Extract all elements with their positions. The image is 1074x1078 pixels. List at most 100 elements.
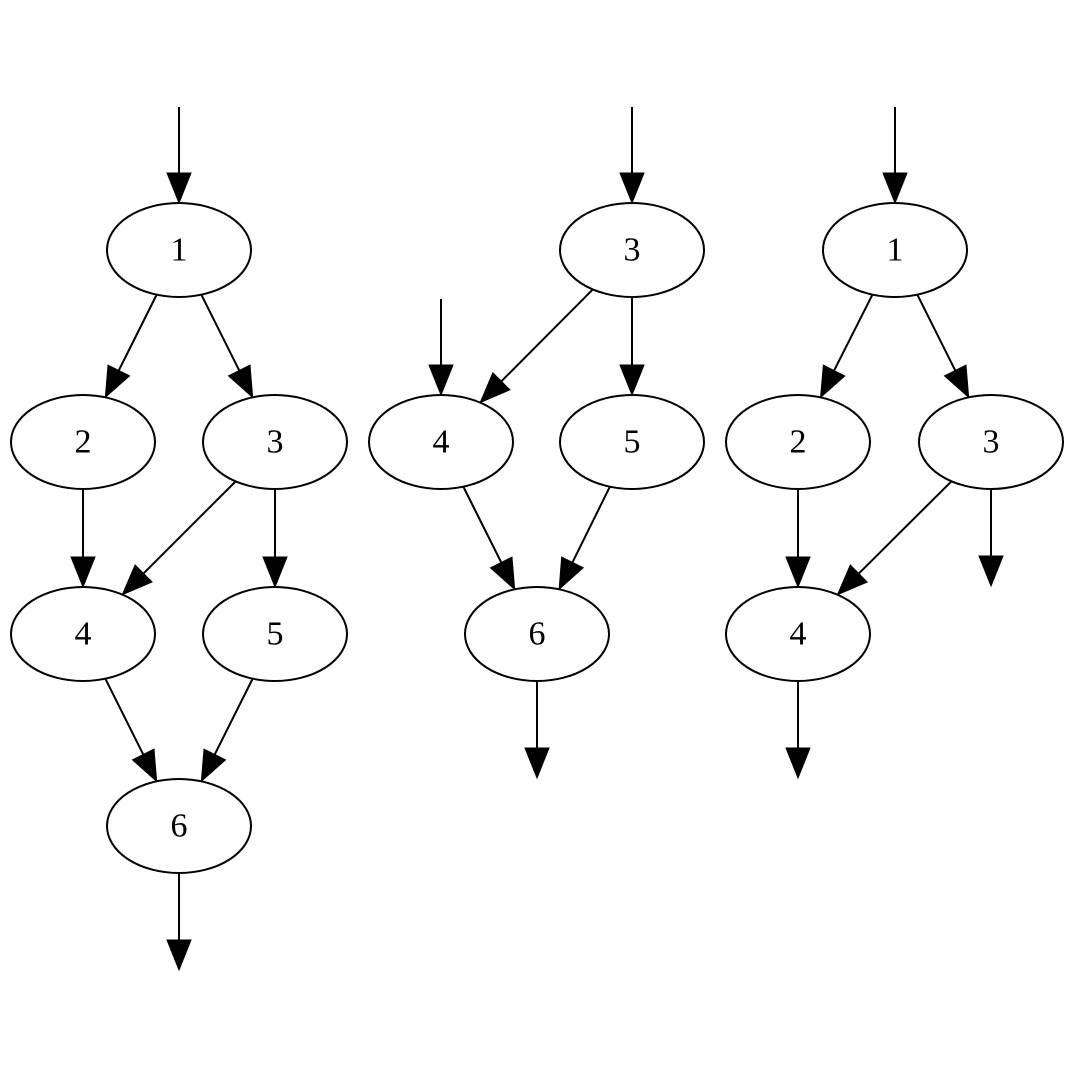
nodes-layer: 1 2 3 4 5 6 3 4 5 6 1 2 3 4 [10, 202, 1064, 874]
edge-line [104, 678, 145, 755]
edge-g1-n6-to-exit [166, 873, 192, 972]
node-label: 2 [75, 424, 92, 461]
node-label: 1 [171, 232, 188, 269]
arrowhead [619, 364, 645, 397]
arrowhead [70, 556, 96, 589]
node-ellipse [368, 394, 514, 490]
node-g3-n3: 3 [918, 394, 1064, 490]
node-label: 4 [75, 616, 92, 653]
arrowhead [558, 556, 585, 591]
edge-g1-n3-to-g1-n5 [262, 489, 288, 589]
node-g1-n3: 3 [202, 394, 348, 490]
node-label: 2 [790, 424, 807, 461]
node-g3-n1: 1 [822, 202, 968, 298]
edge-g2-n6-to-exit [524, 681, 550, 780]
arrowhead [524, 747, 550, 780]
edge-line [500, 288, 594, 383]
graph-2-nodes: 3 4 5 6 [368, 202, 705, 682]
graph-1-edges [70, 107, 288, 972]
edge-g2-n4-to-g2-n6 [462, 486, 516, 591]
edge-g2-n3-to-g2-n4 [479, 288, 594, 404]
node-g1-n1: 1 [106, 202, 252, 298]
edge-entry-to-g2-n4 [428, 299, 454, 397]
node-ellipse [464, 586, 610, 682]
node-ellipse [725, 586, 871, 682]
graph-3-edges [785, 107, 1004, 780]
edge-line [462, 486, 503, 563]
arrowhead [428, 364, 454, 397]
edge-g3-n1-to-g3-n2 [819, 294, 874, 399]
node-label: 5 [624, 424, 641, 461]
node-g2-n6: 6 [464, 586, 610, 682]
edge-line [142, 480, 237, 575]
graph-2-edges [428, 107, 645, 780]
arrowhead [121, 564, 153, 596]
graph-3-nodes: 1 2 3 4 [725, 202, 1064, 682]
edge-g1-n1-to-g1-n2 [104, 294, 158, 399]
node-label: 3 [983, 424, 1000, 461]
edge-g1-n4-to-g1-n6 [104, 678, 158, 783]
arrowhead [489, 556, 516, 591]
node-ellipse [559, 202, 705, 298]
node-label: 4 [790, 616, 807, 653]
node-ellipse [202, 394, 348, 490]
arrowhead [978, 555, 1004, 588]
arrowhead [479, 371, 511, 404]
edge-entry-to-g1-n1 [166, 107, 192, 205]
edge-line [200, 294, 241, 371]
arrowhead [166, 172, 192, 205]
node-label: 6 [171, 808, 188, 845]
node-label: 3 [624, 232, 641, 269]
edge-g1-n5-to-g1-n6 [200, 678, 254, 783]
arrowhead [166, 939, 192, 972]
node-g2-n5: 5 [559, 394, 705, 490]
edge-g3-n3-to-exit [978, 489, 1004, 588]
graph-1-nodes: 1 2 3 4 5 6 [10, 202, 348, 874]
node-label: 3 [267, 424, 284, 461]
edge-g2-n5-to-g2-n6 [558, 486, 611, 591]
edge-g1-n2-to-g1-n4 [70, 489, 96, 589]
node-g3-n4: 4 [725, 586, 871, 682]
arrowhead [104, 364, 131, 399]
node-g1-n4: 4 [10, 586, 156, 682]
edge-line [213, 678, 254, 755]
arrowhead [227, 364, 254, 399]
arrowhead [200, 748, 227, 783]
arrowhead [943, 364, 970, 399]
edges-layer [70, 107, 1004, 972]
edge-entry-to-g2-n3 [619, 107, 645, 205]
node-ellipse [202, 586, 348, 682]
edge-entry-to-g3-n1 [882, 107, 908, 205]
edge-g3-n1-to-g3-n3 [916, 294, 970, 399]
edge-g3-n4-to-exit [785, 681, 811, 780]
arrowhead [819, 364, 846, 399]
edge-line [858, 480, 953, 575]
edge-g3-n2-to-g3-n4 [785, 489, 811, 589]
node-label: 4 [433, 424, 450, 461]
node-label: 5 [267, 616, 284, 653]
arrowhead [619, 172, 645, 205]
edge-line [117, 294, 158, 371]
edge-line [916, 294, 957, 371]
arrowhead [262, 556, 288, 589]
node-g2-n3: 3 [559, 202, 705, 298]
node-ellipse [918, 394, 1064, 490]
arrowhead [785, 747, 811, 780]
node-label: 6 [529, 616, 546, 653]
arrowhead [836, 564, 869, 596]
arrowhead [131, 748, 158, 783]
edge-g1-n3-to-g1-n4 [121, 480, 237, 596]
node-ellipse [559, 394, 705, 490]
edge-g2-n3-to-g2-n5 [619, 297, 645, 397]
node-ellipse [10, 586, 156, 682]
node-g3-n2: 2 [725, 394, 871, 490]
node-g1-n5: 5 [202, 586, 348, 682]
edge-line [833, 294, 874, 372]
node-ellipse [106, 778, 252, 874]
edge-g3-n3-to-g3-n4 [836, 480, 953, 596]
node-ellipse [822, 202, 968, 298]
arrowhead [785, 556, 811, 589]
node-ellipse [106, 202, 252, 298]
node-label: 1 [887, 232, 904, 269]
